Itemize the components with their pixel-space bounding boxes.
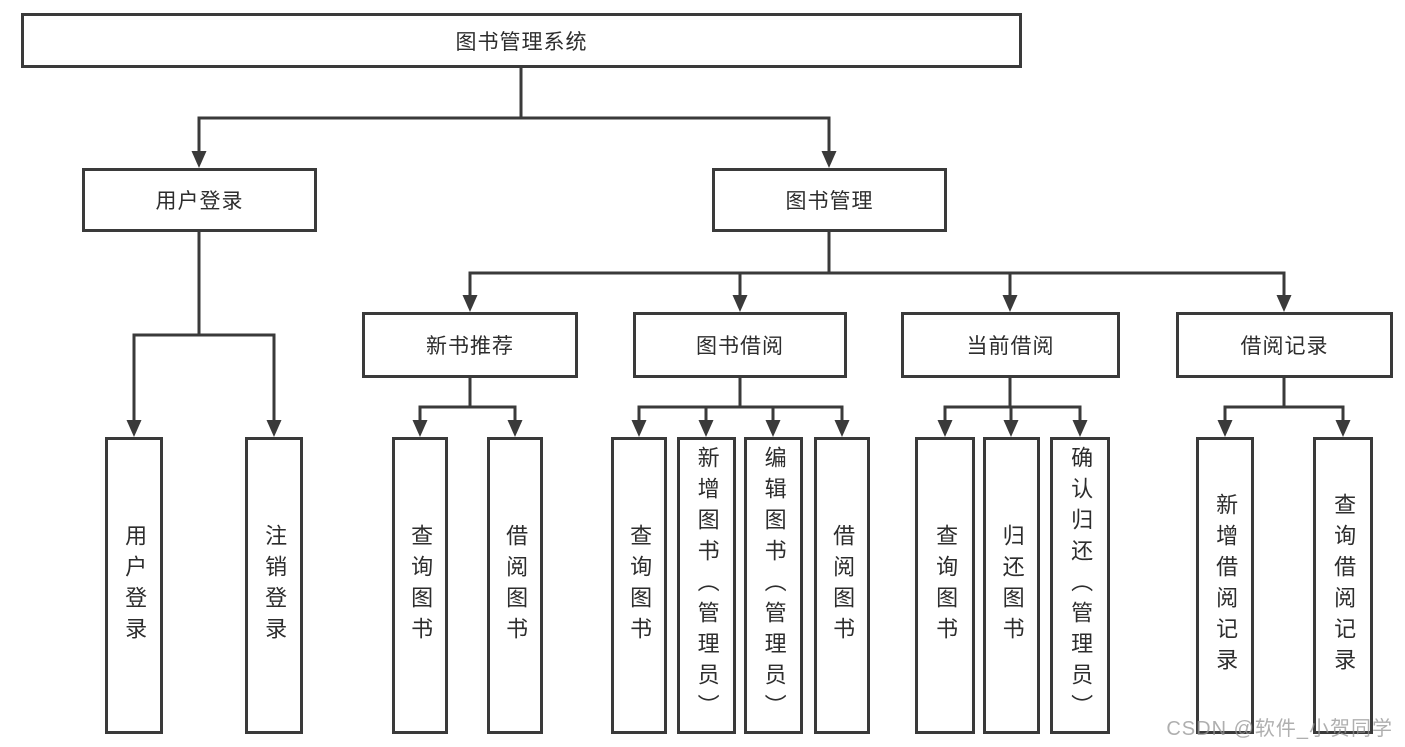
node-label: 用户登录 bbox=[155, 190, 244, 213]
node-new-book-recommendation: 新书推荐 bbox=[362, 312, 578, 378]
node-label: 借阅图书 bbox=[503, 523, 529, 648]
node-label: 归还图书 bbox=[999, 523, 1025, 648]
node-label: 借阅记录 bbox=[1240, 335, 1329, 358]
leaf-confirm-return-admin: 确认归还（管理员） bbox=[1050, 437, 1110, 734]
leaf-edit-books-admin: 编辑图书（管理员） bbox=[744, 437, 803, 734]
node-book-borrowing: 图书借阅 bbox=[633, 312, 847, 378]
leaf-query-borrow-record: 查询借阅记录 bbox=[1313, 437, 1373, 734]
node-label: 图书借阅 bbox=[696, 335, 784, 358]
node-label: 查询图书 bbox=[408, 523, 434, 648]
watermark: CSDN @软件_小贺同学 bbox=[1166, 718, 1393, 740]
leaf-borrow-books-recommend: 借阅图书 bbox=[487, 437, 543, 734]
node-label: 图书管理 bbox=[785, 190, 874, 213]
leaf-return-books: 归还图书 bbox=[983, 437, 1040, 734]
node-label: 查询图书 bbox=[627, 523, 653, 648]
node-current-borrowing: 当前借阅 bbox=[901, 312, 1120, 378]
node-label: 编辑图书（管理员） bbox=[761, 446, 787, 725]
leaf-query-books-recommend: 查询图书 bbox=[392, 437, 448, 734]
node-user-login: 用户登录 bbox=[82, 168, 317, 232]
leaf-user-login: 用户登录 bbox=[105, 437, 163, 734]
leaf-add-books-admin: 新增图书（管理员） bbox=[677, 437, 736, 734]
leaf-query-books-current: 查询图书 bbox=[915, 437, 975, 734]
node-library-management-system: 图书管理系统 bbox=[21, 13, 1022, 68]
node-label: 新增借阅记录 bbox=[1213, 492, 1239, 679]
node-label: 新书推荐 bbox=[426, 335, 514, 358]
node-label: 当前借阅 bbox=[966, 335, 1055, 358]
node-book-management: 图书管理 bbox=[712, 168, 947, 232]
node-label: 确认归还（管理员） bbox=[1068, 446, 1094, 725]
node-label: 查询借阅记录 bbox=[1331, 492, 1357, 679]
leaf-borrow-books: 借阅图书 bbox=[814, 437, 870, 734]
node-label: 查询图书 bbox=[933, 523, 959, 648]
node-label: 借阅图书 bbox=[830, 523, 856, 648]
node-label: 图书管理系统 bbox=[455, 30, 588, 54]
node-label: 新增图书（管理员） bbox=[694, 446, 720, 725]
node-borrowing-records: 借阅记录 bbox=[1176, 312, 1393, 378]
leaf-logout: 注销登录 bbox=[245, 437, 303, 734]
node-label: 注销登录 bbox=[262, 523, 288, 648]
node-label: 用户登录 bbox=[122, 523, 148, 648]
leaf-add-borrow-record: 新增借阅记录 bbox=[1196, 437, 1254, 734]
leaf-query-books-borrow: 查询图书 bbox=[611, 437, 667, 734]
